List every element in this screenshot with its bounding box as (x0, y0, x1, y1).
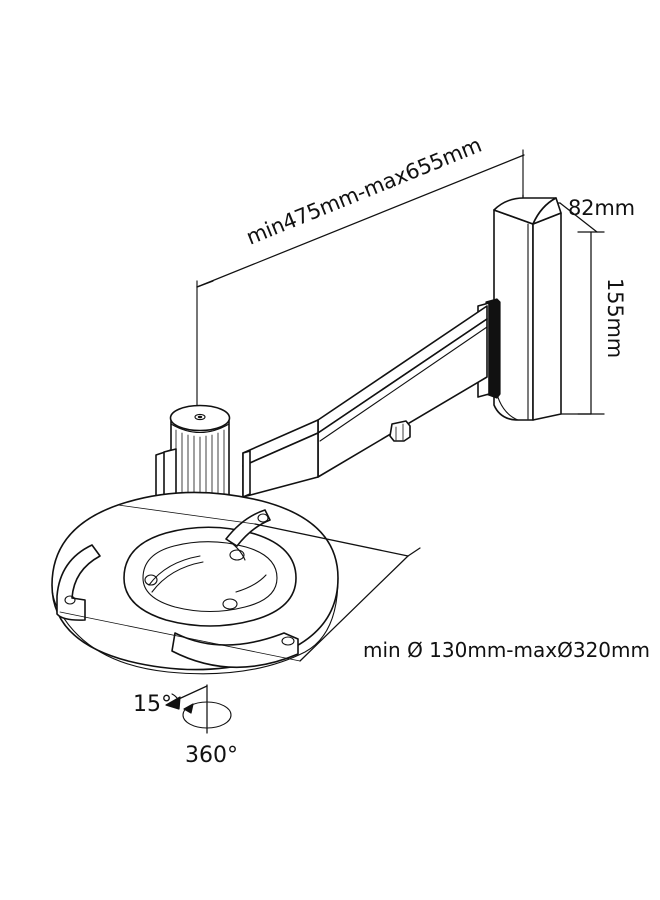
wall-plate-height-label: 155mm (603, 278, 627, 358)
depth-dimension-slant (559, 202, 598, 233)
mounting-arm-right (171, 632, 299, 669)
mounting-arm-left (56, 544, 101, 621)
wall-plate-depth-label: 82mm (568, 196, 635, 220)
tilt-angle-label: 15° (133, 692, 172, 717)
rotation-ellipse (182, 701, 232, 729)
column-center-hole (194, 413, 206, 421)
hub-boss-1 (144, 574, 158, 586)
wall-plate (493, 197, 562, 421)
dimension-wall-plate-height: 155mm (560, 231, 627, 415)
base-hub-ring (142, 541, 278, 612)
leader-diameter (59, 504, 421, 662)
dimension-tick-left (196, 280, 214, 288)
telescopic-arm (242, 305, 488, 498)
diameter-tie-line-top (117, 504, 256, 525)
hub-slot-left (148, 555, 201, 586)
base-disc-assembly (51, 491, 339, 675)
diameter-leader-arrow (407, 547, 421, 557)
mounting-arm-upper (225, 509, 271, 547)
mount-plate-diameter-label: min Ø 130mm-maxØ320mm (363, 638, 650, 662)
diameter-tie-line-bottom (59, 611, 301, 662)
column-center-hole-dot (197, 415, 203, 419)
arm-inner-end-cap (242, 450, 251, 498)
dimension-line-diagonal (196, 154, 525, 288)
wall-plate-top-bevel (532, 197, 562, 225)
rotation-angle-label: 360° (185, 743, 238, 768)
hub-boss-2 (222, 598, 238, 610)
mounting-arm-upper-hole (257, 513, 269, 523)
mounting-arm-right-hole (281, 636, 295, 646)
hub-slot-left-edge (151, 561, 204, 593)
tilt-angle-arc (171, 693, 180, 708)
base-hub-plate (123, 526, 297, 627)
angle-indicators: 15° 360° (133, 684, 238, 768)
diameter-leader-upper (254, 523, 409, 557)
rotation-arrowhead (183, 703, 194, 714)
diameter-leader-lower (299, 555, 409, 662)
hub-slot-right (235, 574, 267, 593)
wall-plate-side-face (532, 212, 562, 421)
wall-plate-front-face (493, 209, 534, 421)
mounting-arm-upper-edge (225, 538, 246, 561)
hub-boss-3 (229, 549, 245, 561)
arm-locking-knob (389, 420, 411, 442)
column-cap-ring (170, 423, 230, 433)
mounting-arm-left-hole (64, 595, 76, 605)
arm-groove-line (319, 326, 488, 442)
